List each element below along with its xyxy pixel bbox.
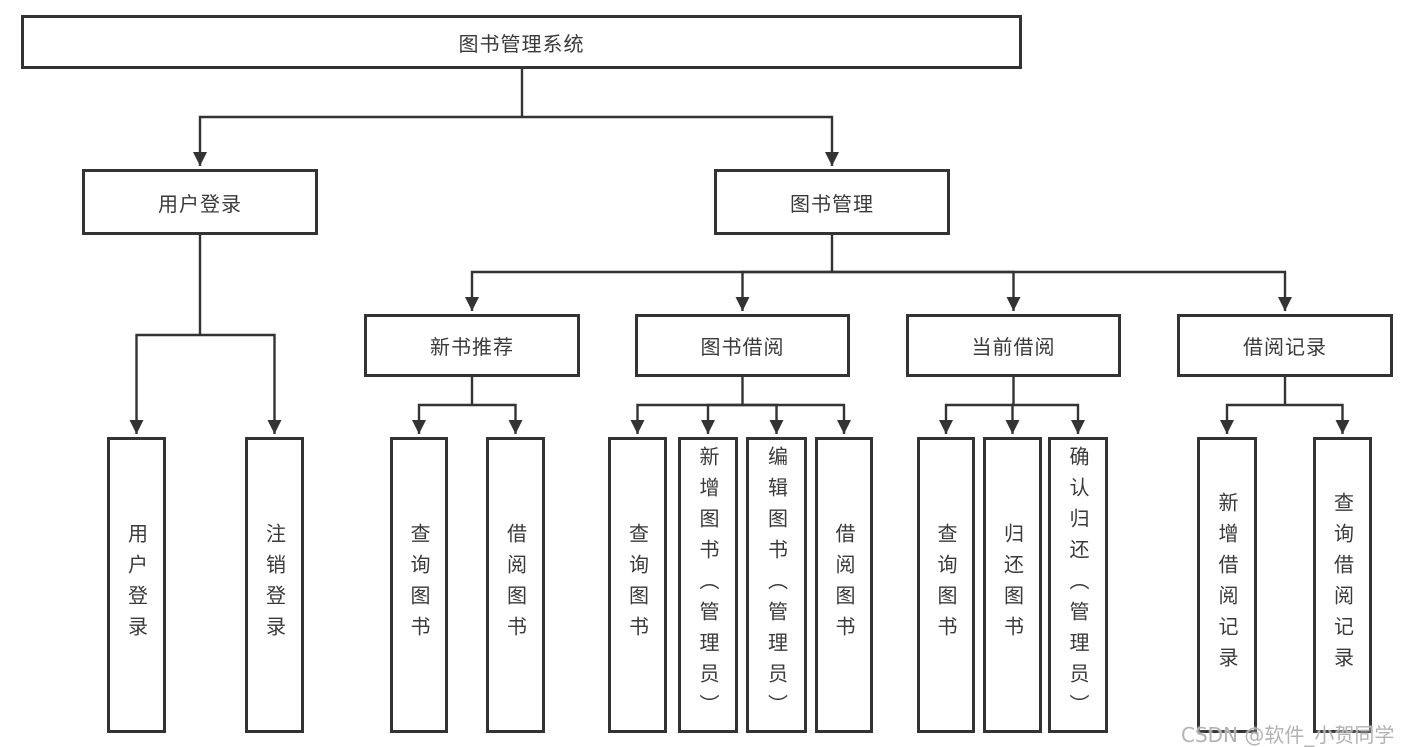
leaf-logout: 注销登录 <box>245 437 304 733</box>
node-book-management: 图书管理 <box>714 169 950 235</box>
leaf-query-books-current: 查询图书 <box>917 437 975 733</box>
leaf-label: 归还图书 <box>1000 523 1025 647</box>
leaf-label: 查询图书 <box>625 523 650 647</box>
node-book-borrow: 图书借阅 <box>635 314 850 377</box>
leaf-label: 新增图书（管理员） <box>696 445 720 725</box>
leaf-query-books-recommend: 查询图书 <box>390 437 448 733</box>
leaf-borrow-books-recommend: 借阅图书 <box>486 437 545 733</box>
leaf-label: 借阅图书 <box>832 523 856 647</box>
leaf-return-book: 归还图书 <box>983 437 1042 733</box>
node-current-borrow: 当前借阅 <box>906 314 1121 377</box>
leaf-label: 确认归还（管理员） <box>1066 445 1090 725</box>
node-label: 图书管理系统 <box>458 31 585 56</box>
node-label: 用户登录 <box>158 191 242 216</box>
node-library-management-system: 图书管理系统 <box>21 15 1022 69</box>
node-user-login: 用户登录 <box>82 169 318 235</box>
leaf-add-book-admin: 新增图书（管理员） <box>678 437 738 733</box>
leaf-label: 编辑图书（管理员） <box>764 445 789 725</box>
leaf-borrow-books: 借阅图书 <box>815 437 873 733</box>
leaf-label: 新增借阅记录 <box>1215 492 1239 678</box>
leaf-label: 借阅图书 <box>503 523 528 647</box>
node-new-book-recommend: 新书推荐 <box>364 314 580 377</box>
node-label: 当前借阅 <box>971 335 1056 359</box>
leaf-label: 查询图书 <box>407 523 431 647</box>
leaf-query-borrow-record: 查询借阅记录 <box>1313 437 1372 733</box>
node-label: 图书管理 <box>790 191 874 216</box>
leaf-label: 用户登录 <box>124 523 149 647</box>
leaf-user-login: 用户登录 <box>107 437 166 733</box>
node-label: 图书借阅 <box>700 335 785 359</box>
leaf-add-borrow-record: 新增借阅记录 <box>1197 437 1257 733</box>
leaf-query-books-borrow: 查询图书 <box>608 437 667 733</box>
leaf-confirm-return-admin: 确认归还（管理员） <box>1048 437 1108 733</box>
node-label: 新书推荐 <box>430 335 514 359</box>
leaf-label: 查询借阅记录 <box>1330 492 1355 678</box>
leaf-label: 查询图书 <box>934 523 958 647</box>
leaf-label: 注销登录 <box>262 523 287 647</box>
csdn-watermark: CSDN @软件_小贺同学 <box>1181 723 1395 747</box>
leaf-edit-book-admin: 编辑图书（管理员） <box>746 437 807 733</box>
node-borrow-records: 借阅记录 <box>1177 314 1393 377</box>
node-label: 借阅记录 <box>1243 335 1327 359</box>
